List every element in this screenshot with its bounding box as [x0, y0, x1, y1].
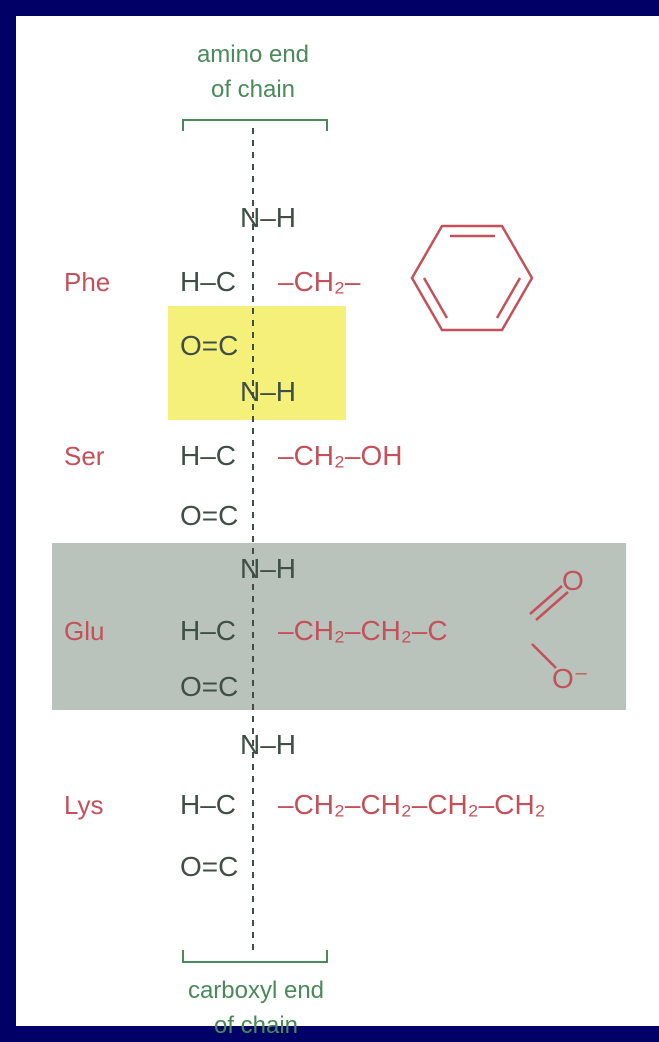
carboxylate-oxygen-top: O [562, 565, 584, 596]
carboxyl-end-bracket [182, 950, 328, 963]
residue-label-lys: Lys [64, 790, 104, 820]
frame-border-top [0, 0, 659, 16]
carbonyl-group-lys: O=C [180, 851, 238, 882]
alpha-carbon-lys: H–C [180, 789, 236, 820]
amine-group: N–H [240, 202, 296, 233]
amino-end-bracket [182, 119, 328, 131]
side-chain-lys: –CH₂–CH₂–CH₂–CH₂ [278, 789, 546, 820]
carbonyl-group-glu: O=C [180, 671, 238, 702]
carboxylate-oxygen-bottom: O⁻ [552, 663, 589, 694]
side-chain-phe: –CH₂– [278, 266, 361, 297]
alpha-carbon-glu: H–C [180, 615, 236, 646]
frame-border-bottom [0, 1026, 659, 1042]
amine-group: N–H [240, 553, 296, 584]
side-chain-glu: –CH₂–CH₂–C [278, 615, 448, 646]
residue-label-ser: Ser [64, 441, 105, 471]
glu-residue-highlight [52, 543, 626, 710]
alpha-carbon-phe: H–C [180, 266, 236, 297]
carbonyl-group-phe: O=C [180, 330, 238, 361]
carboxylate-double-bond [535, 591, 569, 621]
benzene-ring-icon [410, 224, 534, 332]
carboxyl-end-label-line2: of chain [214, 1012, 298, 1039]
carbonyl-group-ser: O=C [180, 500, 238, 531]
amino-end-label-line1: amino end [197, 41, 309, 68]
carboxyl-end-label-line1: carboxyl end [188, 977, 324, 1004]
alpha-carbon-ser: H–C [180, 440, 236, 471]
residue-label-glu: Glu [64, 616, 104, 646]
residue-label-phe: Phe [64, 267, 110, 297]
side-chain-ser: –CH₂–OH [278, 440, 402, 471]
amino-end-label-line2: of chain [211, 76, 295, 103]
amine-group: N–H [240, 376, 296, 407]
carboxylate-double-bond [529, 585, 563, 615]
amine-group: N–H [240, 729, 296, 760]
peptide-bond-highlight [168, 306, 346, 420]
carboxylate-single-bond [531, 643, 557, 669]
frame-border-left [0, 0, 16, 1042]
